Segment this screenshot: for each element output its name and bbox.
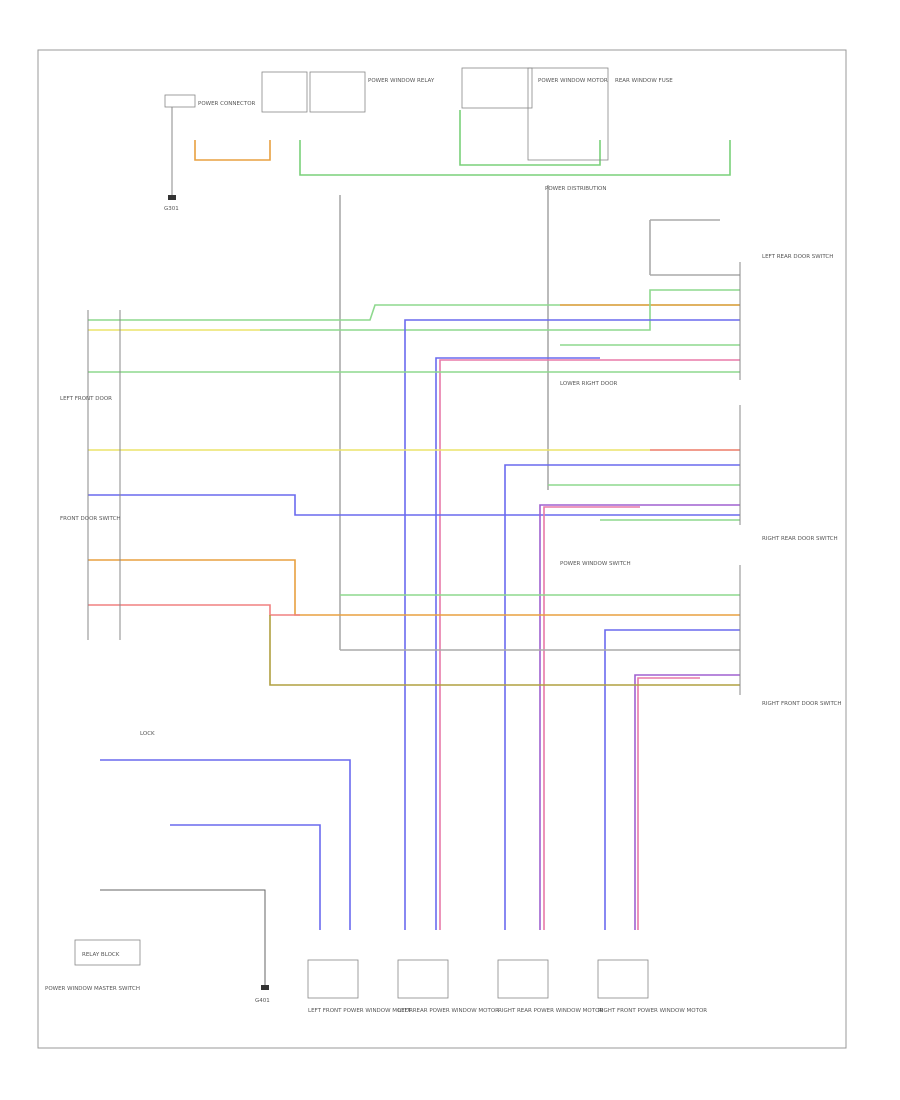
- wire-pink-lr: [439, 359, 740, 930]
- motor-rr-label: RIGHT REAR POWER WINDOW MOTOR: [498, 1008, 603, 1014]
- motor-top-box: [461, 67, 533, 109]
- power-connector-box: [164, 94, 196, 108]
- relay-block-box: [74, 939, 141, 966]
- wire-blue-rr: [504, 464, 740, 930]
- power-window-relay-label: POWER WINDOW RELAY: [368, 78, 435, 84]
- wire-green-top-2: [459, 110, 601, 166]
- wire-black-b3: [100, 889, 266, 985]
- wire-blue-r9: [88, 494, 740, 516]
- motor-lr-label: LEFT REAR POWER WINDOW MOTOR: [398, 1008, 499, 1014]
- wire-blue-b2: [170, 824, 321, 930]
- ground-left-label: G401: [255, 998, 270, 1004]
- relay-box-1: [261, 71, 308, 113]
- wire-orange-top: [194, 140, 271, 161]
- wire-green-r1: [88, 304, 740, 321]
- wires: [88, 110, 740, 985]
- wire-olive-r15: [269, 615, 740, 686]
- wire-blue-lf: [404, 319, 740, 930]
- left-front-door-label: LEFT FRONT DOOR: [60, 396, 112, 402]
- wire-red-r12: [88, 604, 300, 616]
- right-connectors: LEFT REAR DOOR SWITCH RIGHT REAR DOOR SW…: [560, 254, 842, 707]
- wire-pink-rf: [637, 677, 700, 930]
- wire-blue-lr: [435, 357, 600, 930]
- relay-block-label: RELAY BLOCK: [82, 952, 120, 958]
- motor-rr-box: [497, 959, 549, 999]
- wire-green-r2: [260, 289, 740, 331]
- wire-blue-b1: [100, 759, 351, 930]
- power-window-master-switch-label: POWER WINDOW MASTER SWITCH: [45, 986, 140, 992]
- front-door-switch-label: FRONT DOOR SWITCH: [60, 516, 121, 522]
- motor-rf-box: [597, 959, 649, 999]
- right-rear-door-switch-label: RIGHT REAR DOOR SWITCH: [762, 536, 838, 542]
- power-window-switch-label: POWER WINDOW SWITCH: [560, 561, 631, 567]
- lock-switch-label: LOCK: [140, 731, 155, 737]
- ground-top-symbol: [168, 195, 176, 200]
- top-components: POWER CONNECTOR POWER WINDOW RELAY POWER…: [164, 67, 673, 212]
- power-distribution-label: POWER DISTRIBUTION: [545, 186, 607, 192]
- ground-top-label: G301: [164, 206, 179, 212]
- motor-lf-label: LEFT FRONT POWER WINDOW MOTOR: [308, 1008, 413, 1014]
- bottom-left-block: RELAY BLOCK POWER WINDOW MASTER SWITCH G…: [45, 939, 270, 1004]
- relay-box-2: [309, 71, 366, 113]
- wire-violet-rf: [634, 674, 740, 930]
- motor-lf-box: [307, 959, 359, 999]
- motor-rf-label: RIGHT FRONT POWER WINDOW MOTOR: [598, 1008, 707, 1014]
- wire-pink-rr: [543, 506, 640, 930]
- left-rear-door-switch-label: LEFT REAR DOOR SWITCH: [762, 254, 833, 260]
- motors: LEFT FRONT POWER WINDOW MOTOR LEFT REAR …: [307, 959, 707, 1014]
- wire-green-top: [299, 140, 731, 176]
- wire-violet-rr: [539, 504, 740, 930]
- motor-top-box-outer: [527, 67, 609, 161]
- rear-window-fuse-label: REAR WINDOW FUSE: [615, 78, 673, 84]
- ground-left-symbol: [261, 985, 269, 990]
- motor-lr-box: [397, 959, 449, 999]
- power-connector-label: POWER CONNECTOR: [198, 101, 256, 107]
- wire-blue-rf: [604, 629, 740, 930]
- power-window-motor-label: POWER WINDOW MOTOR: [538, 78, 608, 84]
- right-front-door-switch-label: RIGHT FRONT DOOR SWITCH: [762, 701, 842, 707]
- diagram-frame: [37, 49, 847, 1049]
- lower-right-door-label: LOWER RIGHT DOOR: [560, 381, 618, 387]
- wire-orange-r11: [88, 559, 740, 616]
- left-switch-block: LEFT FRONT DOOR FRONT DOOR SWITCH LOCK: [60, 310, 155, 737]
